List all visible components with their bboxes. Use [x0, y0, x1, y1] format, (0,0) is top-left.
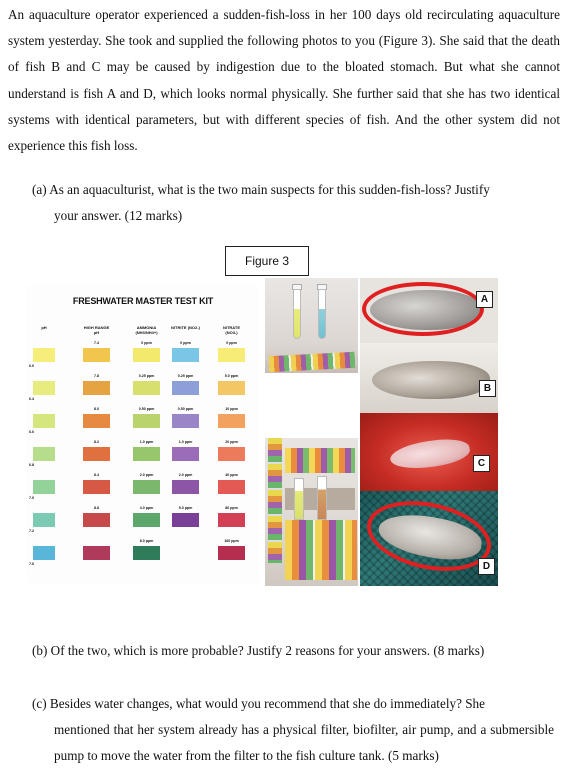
- color-swatch-high_range-1: [83, 381, 110, 395]
- question-a-line1: (a) As an aquaculturist, what is the two…: [32, 182, 490, 197]
- photo-fish-b: [360, 343, 498, 413]
- photo-fish-c: [360, 413, 498, 491]
- color-swatch-ammonia-2: [133, 414, 160, 428]
- test-kit-value-ammonia: 8.0 ppm: [139, 539, 154, 543]
- test-kit-value-nitrite: 5.0 ppm: [178, 506, 193, 510]
- color-swatch-ph-4: [33, 480, 55, 494]
- color-swatch-ammonia-3: [133, 447, 160, 461]
- scenario-paragraph: An aquaculture operator experienced a su…: [8, 7, 560, 154]
- photo-test-tubes-1: [265, 278, 358, 373]
- color-swatch-nitrite-4: [172, 480, 199, 494]
- photo-fish-d: [360, 491, 498, 586]
- test-kit-value-high_range: 7.4: [94, 341, 99, 345]
- color-swatch-nitrate-5: [218, 513, 245, 527]
- color-swatch-ammonia-1: [133, 381, 160, 395]
- color-swatch-ammonia-4: [133, 480, 160, 494]
- color-swatch-high_range-0: [83, 348, 110, 362]
- test-kit-header-ammonia: AMMONIA (NH3/NH4+): [135, 325, 158, 335]
- test-kit-value-nitrate: 160 ppm: [224, 539, 239, 543]
- label-fish-c: C: [473, 455, 490, 472]
- question-b: (b) Of the two, which is more probable? …: [32, 643, 485, 658]
- test-kit-value-nitrate: 40 ppm: [225, 473, 238, 477]
- test-kit-title: FRESHWATER MASTER TEST KIT: [72, 296, 214, 306]
- ph-row-label: 6.4: [29, 397, 34, 401]
- ph-row-label: 6.0: [29, 364, 34, 368]
- label-fish-a: A: [476, 291, 493, 308]
- question-a-line2: your answer. (12 marks): [54, 208, 183, 223]
- test-kit-header-nitrite: NITRITE (NO2-): [171, 325, 200, 330]
- color-swatch-high_range-6: [83, 546, 110, 560]
- test-kit-value-ammonia: 2.0 ppm: [139, 473, 154, 477]
- test-kit-value-nitrite: 0.50 ppm: [177, 407, 194, 411]
- ph-row-label: 6.8: [29, 463, 34, 467]
- color-swatch-nitrate-2: [218, 414, 245, 428]
- ph-row-label: 7.0: [29, 496, 34, 500]
- test-kit-value-nitrate: 10 ppm: [225, 407, 238, 411]
- color-swatch-nitrate-0: [218, 348, 245, 362]
- color-swatch-high_range-4: [83, 480, 110, 494]
- color-swatch-nitrate-4: [218, 480, 245, 494]
- test-kit-value-nitrite: 0 ppm: [180, 341, 191, 345]
- test-kit-value-nitrate: 0 ppm: [226, 341, 237, 345]
- test-kit-value-nitrite: 0.25 ppm: [177, 374, 194, 378]
- test-kit-value-high_range: 8.0: [94, 407, 99, 411]
- color-swatch-ph-3: [33, 447, 55, 461]
- color-swatch-nitrite-0: [172, 348, 199, 362]
- test-kit-value-nitrite: 2.0 ppm: [178, 473, 193, 477]
- color-swatch-nitrate-6: [218, 546, 245, 560]
- test-kit-card: FRESHWATER MASTER TEST KIT pH HIGH RANGE …: [27, 285, 259, 583]
- color-swatch-ammonia-5: [133, 513, 160, 527]
- question-c: (c) Besides water changes, what would yo…: [32, 691, 554, 769]
- color-swatch-ph-1: [33, 381, 55, 395]
- color-swatch-nitrite-1: [172, 381, 199, 395]
- color-swatch-ph-5: [33, 513, 55, 527]
- test-kit-value-high_range: 7.8: [94, 374, 99, 378]
- color-swatch-nitrate-3: [218, 447, 245, 461]
- test-kit-value-ammonia: 0.50 ppm: [138, 407, 155, 411]
- test-kit-value-nitrate: 80 ppm: [225, 506, 238, 510]
- test-kit-value-ammonia: 0 ppm: [141, 341, 152, 345]
- ph-row-label: 6.6: [29, 430, 34, 434]
- color-swatch-nitrite-3: [172, 447, 199, 461]
- test-kit-value-high_range: 8.4: [94, 473, 99, 477]
- color-swatch-ph-6: [33, 546, 55, 560]
- question-c-line1: (c) Besides water changes, what would yo…: [32, 696, 486, 711]
- label-fish-d: D: [478, 558, 495, 575]
- test-kit-header-ph: pH: [41, 325, 47, 330]
- test-kit-value-nitrate: 20 ppm: [225, 440, 238, 444]
- color-swatch-nitrite-5: [172, 513, 199, 527]
- test-kit-value-ammonia: 0.25 ppm: [138, 374, 155, 378]
- color-swatch-ammonia-6: [133, 546, 160, 560]
- color-swatch-ph-0: [33, 348, 55, 362]
- question-c-continuation: mentioned that her system already has a …: [54, 722, 554, 763]
- color-swatch-nitrate-1: [218, 381, 245, 395]
- figure-caption: Figure 3: [225, 246, 309, 276]
- test-kit-value-high_range: 8.2: [94, 440, 99, 444]
- test-kit-value-nitrate: 5.0 ppm: [224, 374, 239, 378]
- photo-fish-a: [360, 278, 498, 343]
- color-swatch-high_range-2: [83, 414, 110, 428]
- label-fish-b: B: [479, 380, 496, 397]
- ph-row-label: 7.2: [29, 529, 34, 533]
- test-kit-header-high_range: HIGH RANGE pH: [83, 325, 110, 335]
- color-swatch-ammonia-0: [133, 348, 160, 362]
- test-kit-value-nitrite: 1.0 ppm: [178, 440, 193, 444]
- question-a: (a) As an aquaculturist, what is the two…: [32, 177, 552, 229]
- ph-row-label: 7.6: [29, 562, 34, 566]
- color-swatch-nitrite-2: [172, 414, 199, 428]
- photo-test-kit-charts: [265, 438, 358, 586]
- test-kit-value-ammonia: 4.0 ppm: [139, 506, 154, 510]
- color-swatch-high_range-5: [83, 513, 110, 527]
- color-swatch-high_range-3: [83, 447, 110, 461]
- test-kit-value-ammonia: 1.0 ppm: [139, 440, 154, 444]
- color-swatch-ph-2: [33, 414, 55, 428]
- test-kit-value-high_range: 8.8: [94, 506, 99, 510]
- test-kit-header-nitrate: NITRATE (NO3-): [222, 325, 241, 335]
